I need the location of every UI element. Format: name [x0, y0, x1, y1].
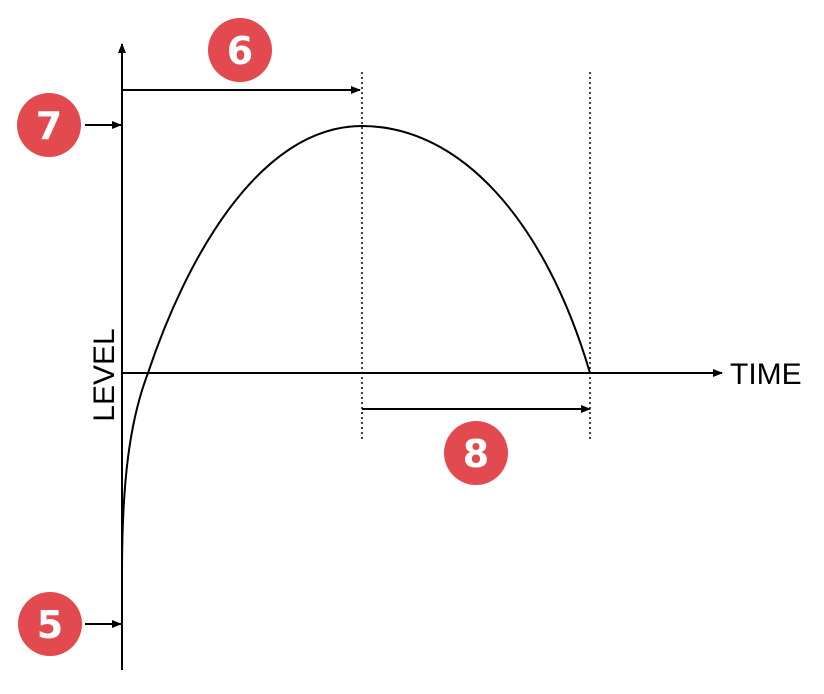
marker-7: 7	[17, 93, 81, 157]
marker-5: 5	[18, 592, 82, 656]
x-axis-label: TIME	[730, 358, 802, 391]
marker-5-label: 5	[37, 603, 63, 647]
marker-6: 6	[208, 18, 272, 82]
marker-7-label: 7	[36, 104, 62, 148]
marker-8: 8	[444, 421, 508, 485]
marker-8-label: 8	[463, 432, 489, 476]
marker-6-label: 6	[227, 29, 253, 73]
level-curve	[121, 124, 591, 573]
y-axis-label: LEVEL	[88, 328, 121, 421]
